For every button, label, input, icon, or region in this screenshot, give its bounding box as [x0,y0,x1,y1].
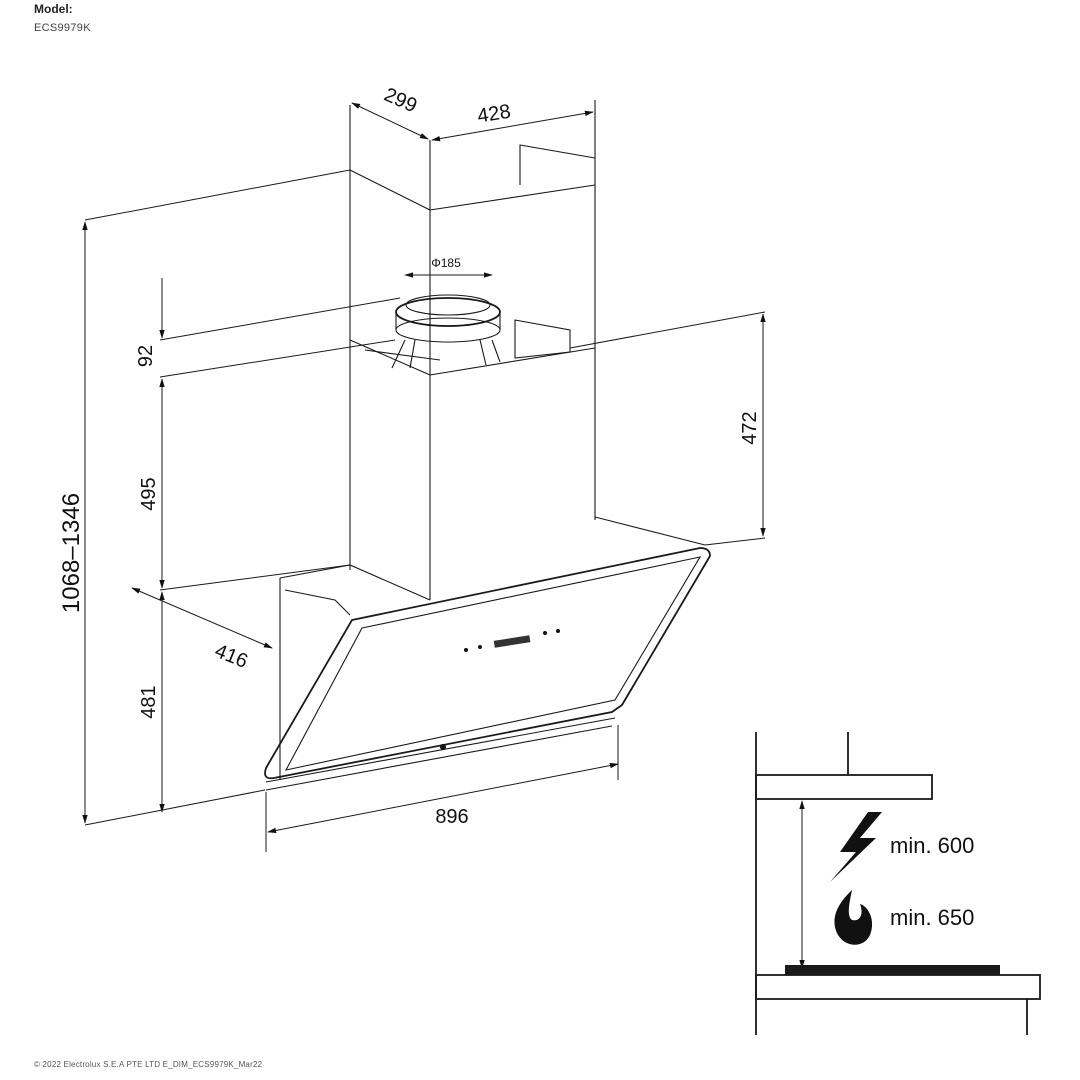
dim-duct-diameter: Φ185 [431,256,461,270]
model-label: Model: [34,2,73,16]
hood-light [440,744,446,750]
dim-canopy-depth: 416 [212,640,251,673]
canopy [264,516,711,791]
clearance-gas: min. 650 [890,905,974,930]
dimension-lines [82,100,766,852]
footer-copyright: © 2022 Electrolux S.E.A PTE LTD E_DIM_EC… [34,1060,263,1069]
dim-collar-height: 92 [135,345,157,367]
model-code: ECS9979K [34,22,91,34]
dim-canopy-width: 896 [435,806,468,828]
cooktop [785,965,1000,975]
control-panel [464,629,560,652]
flame-icon [834,890,873,945]
dim-canopy-height: 481 [138,685,160,718]
clearance-inset [755,732,1041,1035]
lightning-icon [830,812,882,882]
dim-total-height: 1068–1346 [58,493,85,613]
clearance-electric: min. 600 [890,833,974,858]
chimney [349,100,596,600]
dim-depth-top: 299 [381,84,420,118]
dim-chimney-width: 428 [476,101,512,128]
dim-upper-chimney: 495 [138,477,160,510]
dim-chimney-to-canopy: 472 [739,411,761,444]
duct-collar [364,294,571,369]
